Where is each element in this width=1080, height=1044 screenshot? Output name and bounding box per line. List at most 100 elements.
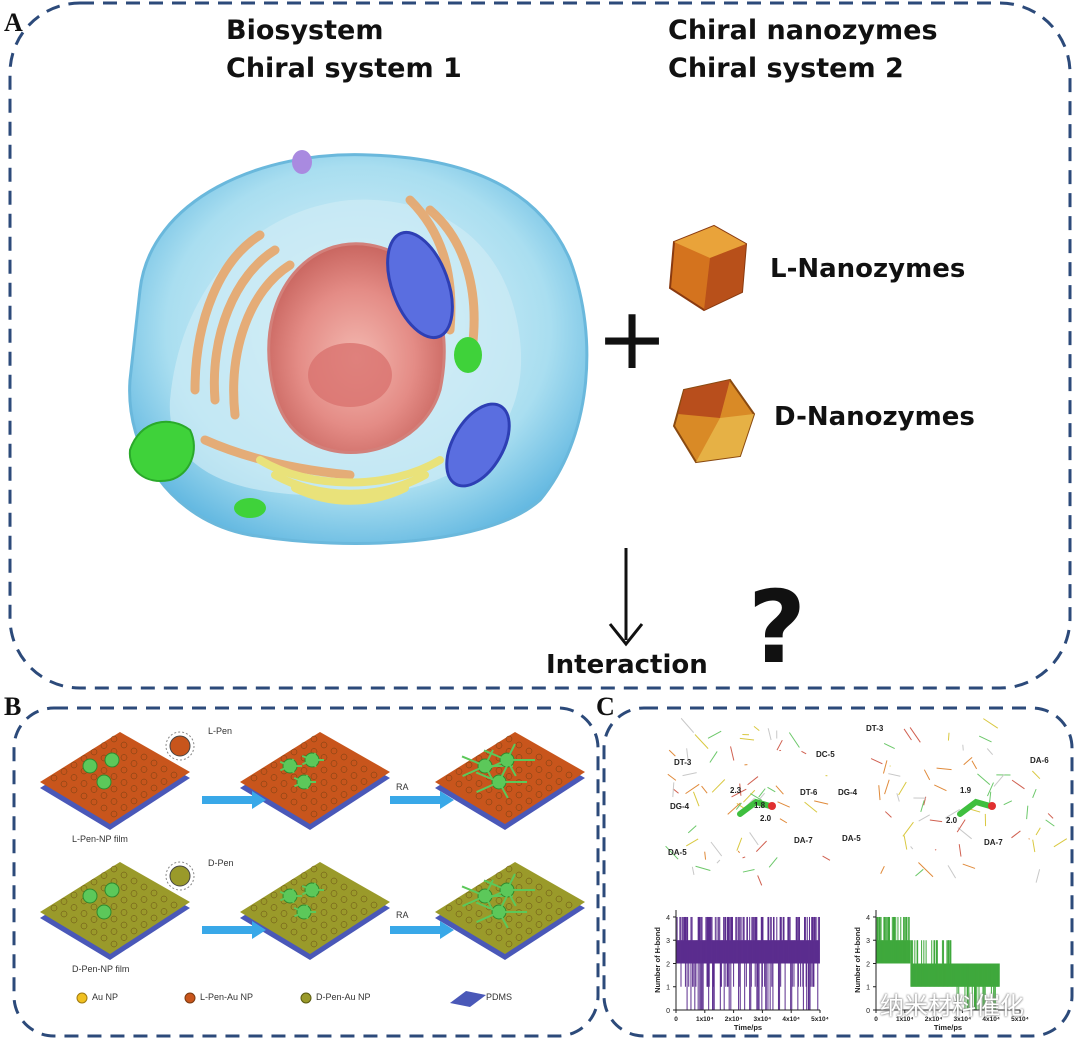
- np-dot: [370, 901, 378, 909]
- panel-c-letter: C: [596, 692, 615, 721]
- np-dot: [535, 791, 543, 798]
- film-ra-0: [435, 732, 585, 830]
- cell-neurite: [484, 889, 508, 901]
- np-dot: [70, 786, 78, 794]
- np-dot: [150, 759, 158, 767]
- np-dot: [310, 865, 318, 873]
- panel-a-letter: A: [4, 8, 23, 37]
- np-dot: [60, 898, 68, 905]
- np-dot: [300, 792, 308, 799]
- ra-label-2: RA: [396, 910, 409, 920]
- np-dot: [160, 895, 168, 903]
- bond-line: [934, 784, 947, 792]
- np-dot: [100, 934, 108, 942]
- np-dot: [505, 798, 513, 805]
- np-dot: [340, 753, 348, 761]
- bond-line: [704, 851, 707, 860]
- np-dot: [300, 922, 308, 929]
- np-dot: [80, 792, 88, 800]
- legend-au-np: Au NP: [92, 992, 119, 1002]
- legend-l-pen-au-icon: [184, 992, 196, 1004]
- np-dot: [100, 922, 108, 929]
- np-dot: [350, 784, 358, 792]
- np-dot: [270, 916, 278, 924]
- np-dot: [80, 922, 88, 930]
- x-tick-label: 4x10⁴: [782, 1016, 800, 1023]
- np-dot: [100, 872, 108, 879]
- np-dot: [90, 786, 98, 793]
- bond-line: [978, 735, 992, 743]
- cell-neurite: [506, 743, 516, 761]
- np-dot: [110, 735, 118, 743]
- bond-line: [710, 841, 723, 857]
- ra-label-1: RA: [396, 782, 409, 792]
- np-dot: [495, 922, 503, 929]
- c-left-label-dg4: DG-4: [670, 802, 690, 811]
- zoom-np-1: [169, 865, 191, 887]
- np-dot: [475, 792, 483, 800]
- y-tick-label: 3: [666, 938, 670, 945]
- np-dot: [330, 927, 338, 935]
- np-dot: [310, 915, 318, 923]
- np-dot: [90, 798, 98, 806]
- np-dot: [300, 872, 308, 879]
- np-dot: [525, 915, 533, 922]
- np-dot: [535, 883, 543, 891]
- np-dot: [340, 908, 348, 916]
- np-dot: [70, 916, 78, 924]
- np-dot: [445, 774, 453, 782]
- arrow-step1-1: [202, 921, 266, 939]
- c-right-label-da6: DA-6: [1030, 756, 1049, 765]
- np-dot: [270, 891, 278, 899]
- np-dot: [50, 904, 58, 912]
- np-dot: [100, 792, 108, 799]
- y-tick-label: 4: [866, 915, 870, 922]
- bond-line: [686, 838, 699, 847]
- np-dot: [455, 898, 463, 905]
- bond-line: [1045, 819, 1055, 827]
- np-dot: [340, 883, 348, 891]
- np-dot: [360, 895, 368, 903]
- bond-line: [742, 869, 755, 873]
- np-dot: [120, 741, 128, 749]
- np-dot: [270, 774, 278, 781]
- bond-line: [709, 751, 718, 763]
- bond-line: [936, 767, 952, 771]
- bond-line: [1032, 839, 1036, 853]
- np-dot: [160, 778, 168, 785]
- np-dot: [110, 810, 118, 818]
- np-dot: [340, 778, 348, 786]
- y-tick-label: 2: [666, 961, 670, 968]
- bond-line: [757, 875, 763, 886]
- bond-line: [767, 786, 776, 793]
- np-dot: [525, 747, 533, 755]
- cell-neurite: [289, 765, 295, 774]
- c-left-label-dt6: DT-6: [800, 788, 818, 797]
- np-dot: [310, 810, 318, 818]
- np-dot: [90, 748, 98, 756]
- np-dot: [130, 785, 138, 792]
- np-dot: [505, 940, 513, 948]
- cell-neurite: [476, 911, 500, 923]
- bond-line: [686, 748, 689, 761]
- panel-b-letter: B: [4, 692, 22, 721]
- bond-line: [736, 837, 743, 851]
- np-dot: [110, 798, 118, 805]
- arrow-step1-0: [202, 791, 266, 809]
- c-left-label-da5: DA-5: [668, 848, 687, 857]
- np-dot: [465, 904, 473, 911]
- np-dot: [140, 896, 148, 903]
- np-dot: [70, 761, 78, 769]
- np-dot: [455, 768, 463, 775]
- cell-neurite: [311, 752, 317, 761]
- legend-l-pen-au-np: L-Pen-Au NP: [200, 992, 254, 1002]
- np-dot: [505, 915, 513, 923]
- bond-line: [1047, 813, 1054, 819]
- bond-line: [730, 746, 735, 761]
- bond-line: [1011, 830, 1021, 839]
- bond-line: [735, 802, 742, 810]
- np-dot: [270, 904, 278, 911]
- np-dot: [90, 773, 98, 781]
- np-dot: [310, 735, 318, 743]
